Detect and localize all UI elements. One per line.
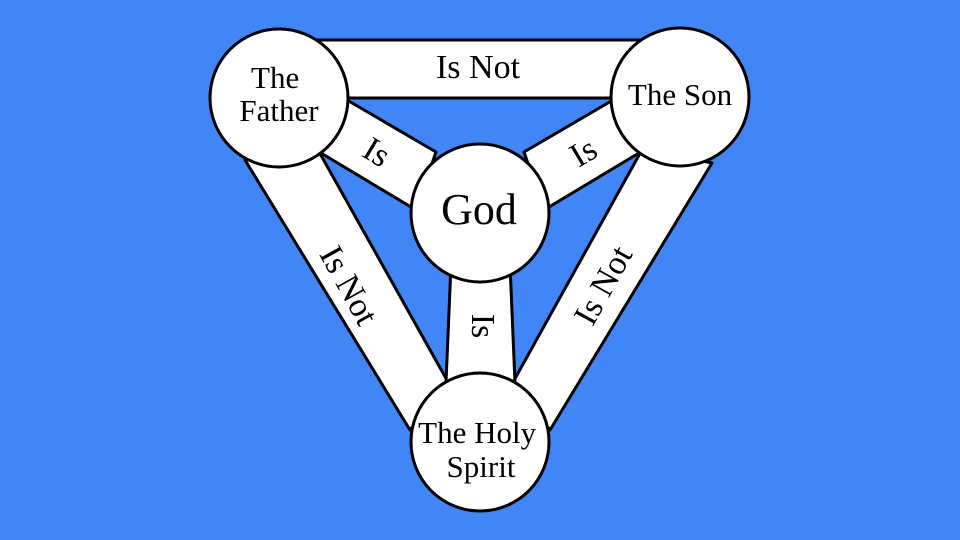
label-spirit-god: Is <box>464 314 501 339</box>
node-god <box>409 142 551 284</box>
node-spirit <box>409 371 551 513</box>
label-father-son: Is Not <box>436 49 521 86</box>
node-father-label: The Father <box>239 60 319 128</box>
node-spirit-line-1: The Holy <box>418 415 536 450</box>
node-spirit-line-2: Spirit <box>447 449 516 484</box>
node-son-label: The Son <box>628 77 733 112</box>
node-father <box>208 27 350 169</box>
node-father-line-1: The <box>251 60 299 95</box>
node-god-label: God <box>441 185 517 234</box>
node-father-line-2: Father <box>239 93 319 128</box>
node-god-line-1: God <box>441 185 517 234</box>
node-son-line-1: The Son <box>628 77 733 112</box>
node-spirit-label: The Holy Spirit <box>418 415 544 484</box>
node-son <box>609 26 751 168</box>
